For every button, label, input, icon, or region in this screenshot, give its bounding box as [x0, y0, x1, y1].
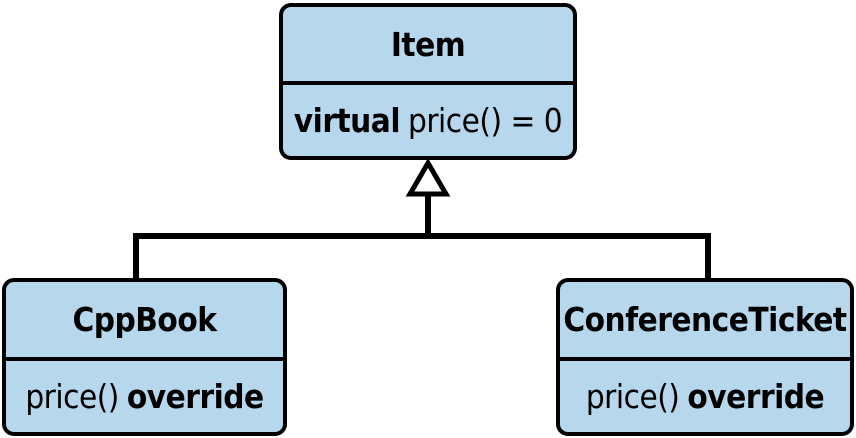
class-name: CppBook	[6, 282, 283, 361]
class-conferenceticket-box[interactable]: ConferenceTicket price()override	[556, 278, 854, 436]
method-signature: price()	[585, 377, 680, 416]
method-signature: price()	[25, 377, 119, 416]
class-cppbook-box[interactable]: CppBook price()override	[2, 278, 287, 436]
class-method: price()override	[6, 361, 283, 432]
class-name: ConferenceTicket	[560, 282, 850, 361]
generalization-arrowhead	[405, 158, 451, 197]
class-name: Item	[283, 7, 573, 85]
class-method: price()override	[560, 361, 850, 432]
method-keyword: virtual	[293, 101, 401, 140]
method-keyword: override	[126, 377, 264, 416]
method-keyword: override	[687, 377, 825, 416]
method-signature: price() = 0	[408, 101, 563, 140]
